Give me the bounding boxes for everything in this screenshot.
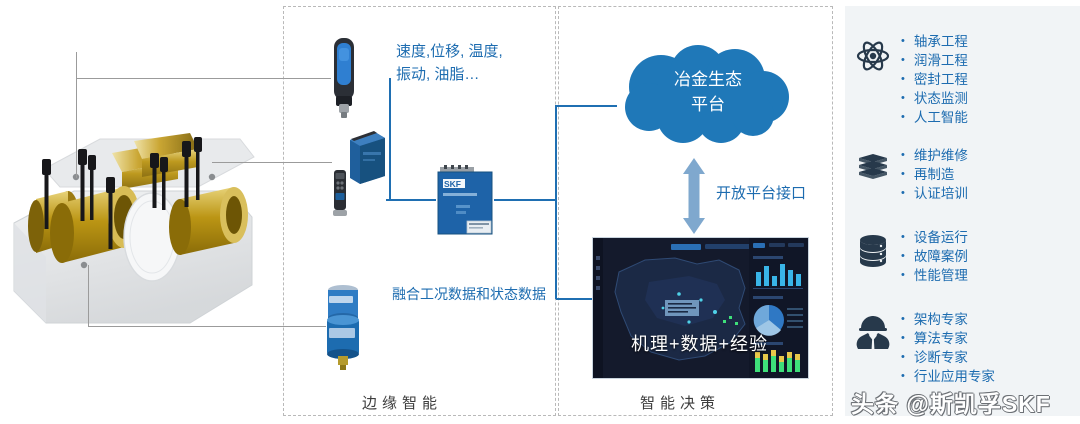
flow-line-sensor-down	[389, 78, 391, 200]
flow-line-gateway-right-down	[555, 105, 557, 299]
capability-group-service: • 维护维修 • 再制造 • 认证培训	[845, 146, 1080, 203]
capability-list: • 维护维修 • 再制造 • 认证培训	[901, 146, 1080, 203]
bullet-icon: •	[901, 313, 905, 325]
capability-group-experts: • 架构专家 • 算法专家 • 诊断专家 • 行业应用专家	[845, 310, 1080, 386]
atom-icon	[845, 32, 901, 74]
capability-label: 轴承工程	[913, 34, 968, 49]
capability-item[interactable]: • 认证培训	[901, 184, 1080, 203]
bullet-icon: •	[901, 168, 905, 180]
capability-label: 架构专家	[913, 312, 968, 327]
data-collector-module-device	[347, 128, 387, 186]
capability-item[interactable]: • 算法专家	[901, 329, 1080, 348]
capability-group-engineering: • 轴承工程 • 润滑工程 • 密封工程 • 状态监测 • 人工智能	[845, 32, 1080, 127]
capability-item[interactable]: • 设备运行	[901, 228, 1080, 247]
sensor-parameters-label: 速度,位移, 温度, 振动, 油脂…	[396, 43, 503, 84]
capability-label: 性能管理	[913, 268, 968, 283]
leader-line-lubricator	[88, 326, 326, 327]
database-icon	[845, 228, 901, 268]
vibration-sensor-device	[331, 38, 357, 118]
capability-list: • 轴承工程 • 润滑工程 • 密封工程 • 状态监测 • 人工智能	[901, 32, 1080, 127]
flow-line-fusion-horizontal	[556, 298, 594, 300]
capability-label: 诊断专家	[913, 350, 968, 365]
svg-text:SKF: SKF	[444, 179, 461, 189]
capability-item[interactable]: • 故障案例	[901, 247, 1080, 266]
capability-label: 再制造	[913, 167, 955, 182]
bullet-icon: •	[901, 332, 905, 344]
flow-line-module-to-gateway	[386, 199, 436, 201]
ecosystem-platform-cloud[interactable]	[613, 45, 803, 150]
bullet-icon: •	[901, 92, 905, 104]
capability-label: 维护维修	[913, 148, 968, 163]
bullet-icon: •	[901, 351, 905, 363]
decision-dashboard-screenshot[interactable]	[592, 237, 809, 379]
handheld-analyzer-device	[330, 170, 350, 218]
capability-label: 人工智能	[913, 110, 968, 125]
capability-label: 行业应用专家	[913, 369, 995, 384]
capability-item[interactable]: • 架构专家	[901, 310, 1080, 329]
capability-item[interactable]: • 性能管理	[901, 266, 1080, 285]
flow-line-gateway-right	[494, 199, 556, 201]
leader-line-bottom-vertical	[88, 265, 89, 327]
bullet-icon: •	[901, 269, 905, 281]
engineer-icon	[845, 310, 901, 352]
open-api-label: 开放平台接口	[716, 185, 807, 202]
capability-list: • 架构专家 • 算法专家 • 诊断专家 • 行业应用专家	[901, 310, 1080, 386]
capability-group-data: • 设备运行 • 故障案例 • 性能管理	[845, 228, 1080, 285]
capability-label: 密封工程	[913, 72, 968, 87]
capability-item[interactable]: • 行业应用专家	[901, 367, 1080, 386]
bullet-icon: •	[901, 149, 905, 161]
bullet-icon: •	[901, 35, 905, 47]
capability-item[interactable]: • 人工智能	[901, 108, 1080, 127]
capability-label: 算法专家	[913, 331, 968, 346]
bullet-icon: •	[901, 231, 905, 243]
capability-label: 润滑工程	[913, 53, 968, 68]
capability-item[interactable]: • 再制造	[901, 165, 1080, 184]
bullet-icon: •	[901, 187, 905, 199]
leader-line-module	[212, 162, 332, 163]
edge-intelligence-caption: 边缘智能	[362, 395, 443, 412]
flow-line-to-cloud	[555, 105, 617, 107]
open-api-arrow	[682, 158, 706, 234]
capability-item[interactable]: • 状态监测	[901, 89, 1080, 108]
capability-label: 设备运行	[913, 230, 968, 245]
leader-line-sensor	[76, 78, 331, 79]
intelligent-decision-group-box	[558, 6, 833, 416]
capability-panel: • 轴承工程 • 润滑工程 • 密封工程 • 状态监测 • 人工智能	[845, 6, 1080, 416]
capability-label: 状态监测	[913, 91, 968, 106]
capability-label: 认证培训	[913, 186, 968, 201]
skf-gateway-device: SKF	[434, 165, 496, 237]
capability-item[interactable]: • 诊断专家	[901, 348, 1080, 367]
bullet-icon: •	[901, 111, 905, 123]
gearbox-illustration	[2, 95, 272, 345]
books-icon	[845, 146, 901, 184]
bullet-icon: •	[901, 73, 905, 85]
capability-label: 故障案例	[913, 249, 968, 264]
capability-item[interactable]: • 轴承工程	[901, 32, 1080, 51]
bullet-icon: •	[901, 54, 905, 66]
capability-item[interactable]: • 维护维修	[901, 146, 1080, 165]
data-fusion-label: 融合工况数据和状态数据	[392, 286, 546, 302]
bullet-icon: •	[901, 250, 905, 262]
capability-list: • 设备运行 • 故障案例 • 性能管理	[901, 228, 1080, 285]
leader-line-top-vertical	[76, 52, 77, 178]
automatic-lubricator-device	[323, 280, 363, 370]
capability-item[interactable]: • 密封工程	[901, 70, 1080, 89]
bullet-icon: •	[901, 370, 905, 382]
intelligent-decision-caption: 智能决策	[640, 395, 721, 412]
capability-item[interactable]: • 润滑工程	[901, 51, 1080, 70]
